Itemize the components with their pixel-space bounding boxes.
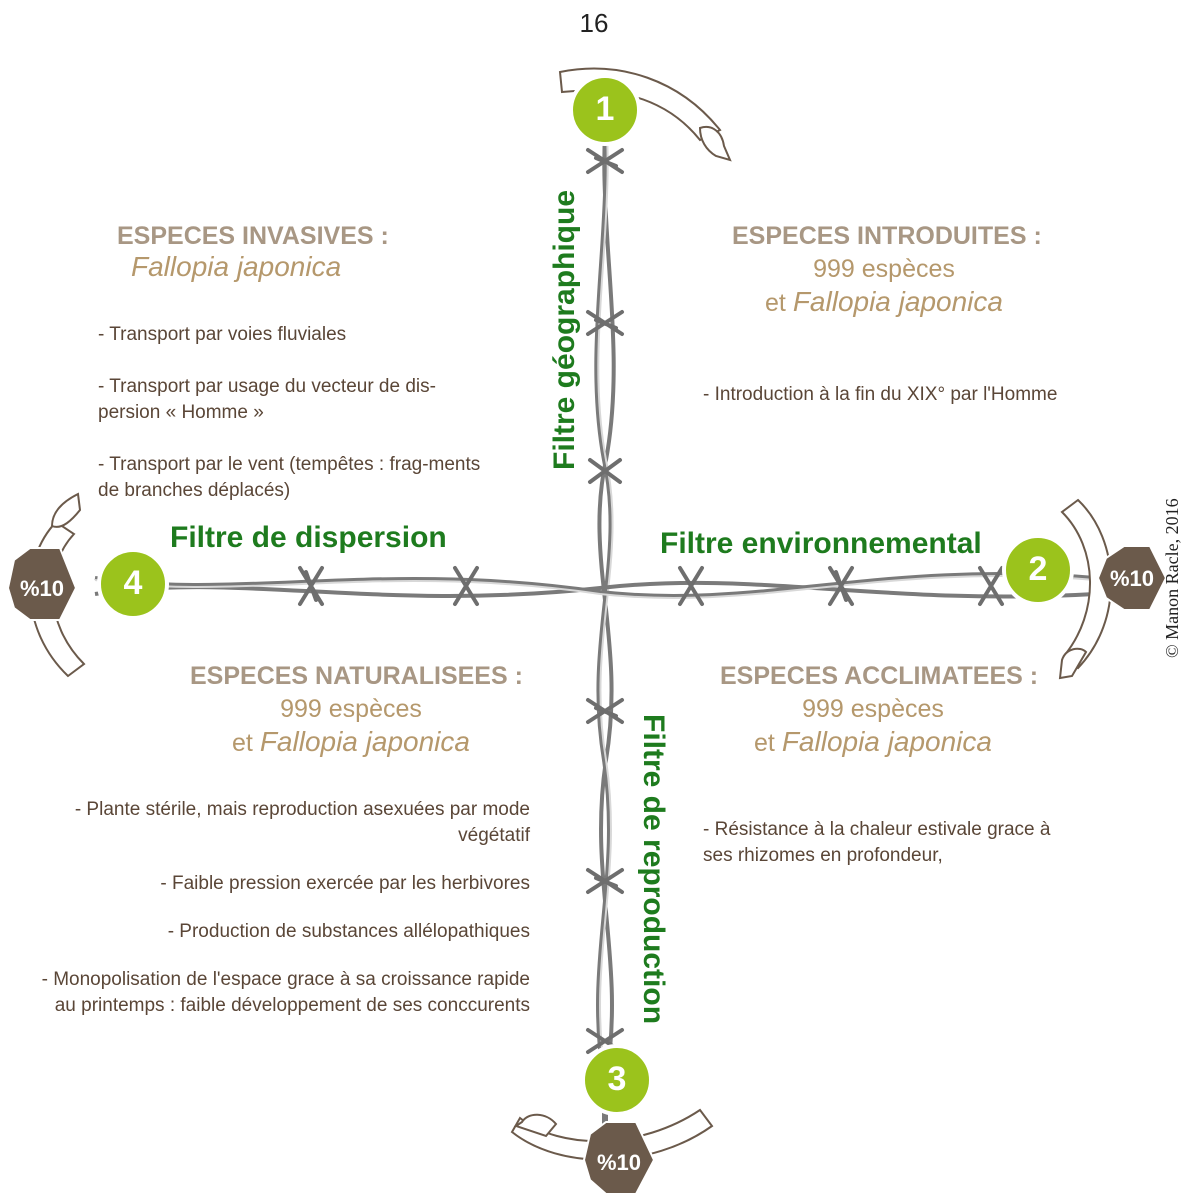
naturalisees-prefix: et [232,729,253,757]
badge-2-number: 2 [1028,550,1048,588]
list-item: - Résistance à la chaleur estivale grace… [703,819,1051,866]
barb [678,566,704,606]
hexagon-bottom-percent: %10 [596,1150,642,1175]
badge-circle-4 [97,548,169,620]
quadrant-naturalisees: ESPECES NATURALISEES : 999 espèces et Fa… [190,662,523,758]
hexagon-bottom [582,1121,656,1194]
vertical-barbed-wire [594,69,616,1150]
pointing-hands [50,126,1088,1138]
pointing-hand-icon [50,492,82,528]
barb [588,458,622,484]
acclimatees-count: 999 espèces [802,695,944,723]
badge-3-number: 3 [607,1060,627,1098]
horizontal-barbs [298,566,1004,606]
acclimatees-prefix: et [754,729,775,757]
invasives-bullets: - Transport par voies fluviales - Transp… [98,322,488,504]
introduites-title: ESPECES INTRODUITES : [732,222,1042,250]
introduites-bullets: - Introduction à la fin du XIX° par l'Ho… [703,382,1103,408]
hexagons [6,545,1168,1194]
quadrant-introduites: ESPECES INTRODUITES : 999 espèces et Fal… [732,222,1042,318]
acclimatees-species: et Fallopia japonica [720,726,1026,758]
naturalisees-species-name: Fallopia japonica [259,726,470,757]
list-item: - Transport par le vent (tempêtes : frag… [98,454,481,501]
page-number: 16 [579,8,609,38]
filter-environnemental-label: Filtre environnemental [660,527,982,560]
barb [586,148,624,174]
filter-reproduction-label: Filtre de reproduction [637,714,670,1025]
number-badges [97,74,1074,1116]
pointing-hand-icon [698,126,732,162]
list-item: - Transport par voies fluviales [98,324,347,345]
hexagon-right [1096,545,1168,611]
introduites-count: 999 espèces [813,255,955,283]
quadrant-invasives: ESPECES INVASIVES : Fallopia japonica [117,222,389,283]
naturalisees-bullets: - Plante stérile, mais reproduction asex… [40,797,530,1019]
badge-circle-1 [569,74,641,146]
pointing-hand-icon [1058,647,1088,680]
barb [586,698,624,724]
list-item: - Introduction à la fin du XIX° par l'Ho… [703,384,1058,405]
hexagon-left [6,547,78,621]
hexagon-right-percent: %10 [1109,566,1155,591]
introduites-species-name: Fallopia japonica [792,286,1003,317]
barb [978,566,1004,606]
list-item: - Monopolisation de l'espace grace à sa … [41,969,530,1016]
badge-1-number: 1 [595,90,615,128]
acclimatees-bullets: - Résistance à la chaleur estivale grace… [703,817,1083,869]
introduites-prefix: et [765,289,786,317]
naturalisees-title: ESPECES NATURALISEES : [190,662,523,690]
barb [298,566,324,606]
horizontal-barbed-wire [94,572,1096,599]
badge-4-number: 4 [123,564,143,602]
acclimatees-title: ESPECES ACCLIMATEES : [720,662,1039,690]
invasives-title: ESPECES INVASIVES : [117,222,389,250]
quadrant-acclimatees: ESPECES ACCLIMATEES : 999 espèces et Fal… [720,662,1039,758]
filter-dispersion-label: Filtre de dispersion [170,521,447,554]
introduites-species: et Fallopia japonica [732,286,1036,318]
barb [453,566,479,606]
list-item: - Production de substances allélopathiqu… [167,921,530,942]
barb [586,868,624,894]
badge-circle-3 [581,1044,653,1116]
list-item: - Faible pression exercée par les herbiv… [160,873,530,894]
pointing-hand-icon [513,1113,558,1138]
barb [586,310,624,336]
filter-geographique-label: Filtre géographique [548,189,581,470]
list-item: - Transport par usage du vecteur de dis-… [98,376,436,423]
badge-circle-2 [1002,534,1074,606]
bottom-arc [510,1108,714,1161]
hexagon-left-percent: %10 [19,576,65,601]
invasives-species: Fallopia japonica [131,251,389,283]
vertical-barbs [586,148,624,1054]
invasives-species-name: Fallopia japonica [131,251,342,282]
barb [828,566,854,606]
acclimatees-species-name: Fallopia japonica [781,726,992,757]
naturalisees-species: et Fallopia japonica [190,726,512,758]
list-item: - Plante stérile, mais reproduction asex… [74,799,530,846]
naturalisees-count: 999 espèces [280,695,422,723]
